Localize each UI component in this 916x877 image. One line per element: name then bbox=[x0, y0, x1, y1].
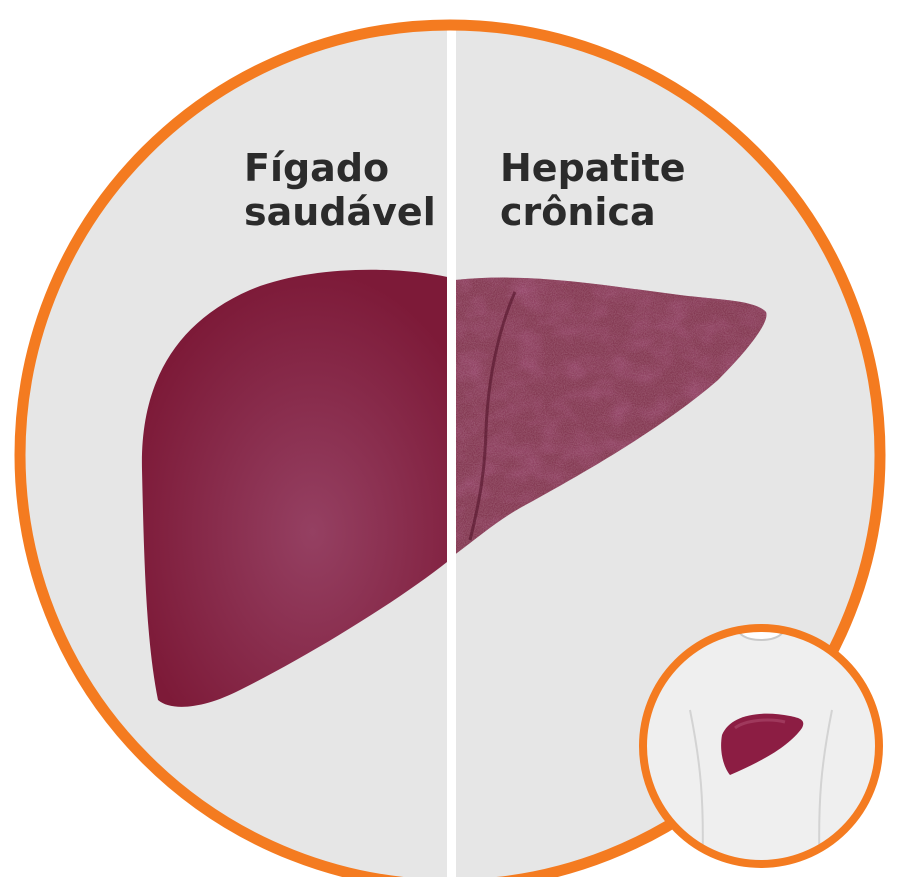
healthy-label-line2: saudável bbox=[244, 190, 436, 234]
chronic-label-line1: Hepatite bbox=[500, 146, 686, 190]
healthy-label-line1: Fígado bbox=[244, 146, 436, 190]
chronic-label-line2: crônica bbox=[500, 190, 686, 234]
center-divider bbox=[447, 0, 456, 877]
healthy-liver-label: Fígado saudável bbox=[244, 146, 436, 234]
chronic-hepatitis-label: Hepatite crônica bbox=[500, 146, 686, 234]
